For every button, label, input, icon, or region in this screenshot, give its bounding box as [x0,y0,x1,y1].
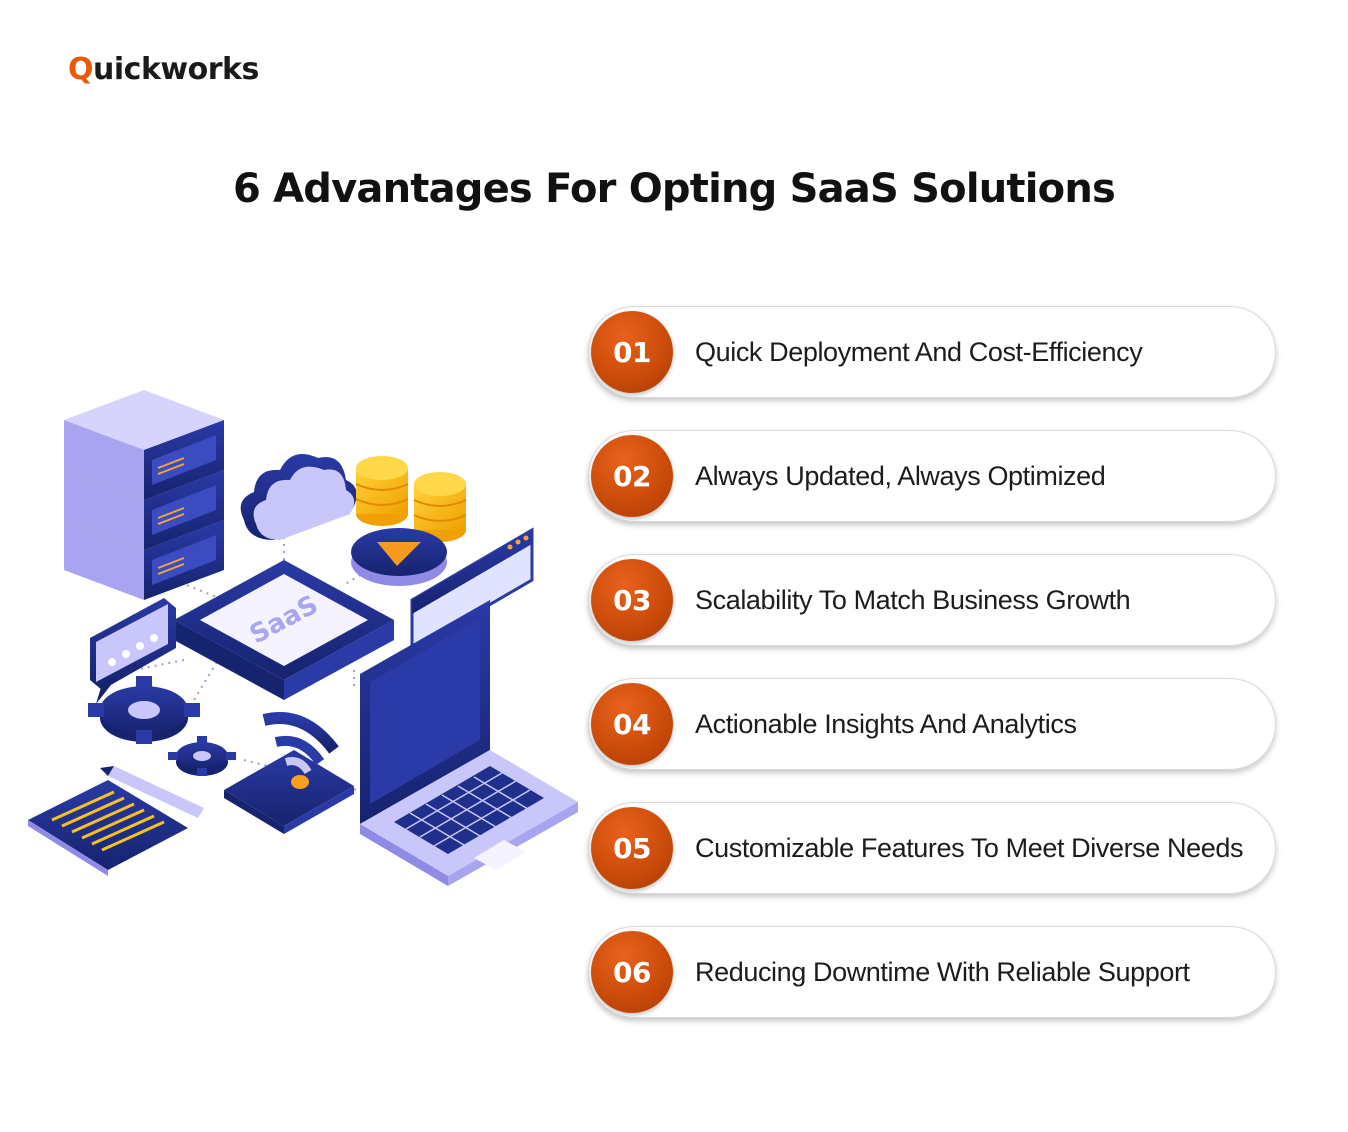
page-title: 6 Advantages For Opting SaaS Solutions [232,166,1116,212]
advantage-number-badge: 01 [591,311,673,393]
saas-illustration: SaaS [28,390,578,886]
advantage-item-5: 05 Customizable Features To Meet Diverse… [588,802,1276,894]
advantage-item-6: 06 Reducing Downtime With Reliable Suppo… [588,926,1276,1018]
gear-icon [88,676,236,776]
advantage-number-badge: 06 [591,931,673,1013]
coins-icon [355,456,467,542]
logo-q-letter: Q [68,52,94,87]
advantages-list: 01 Quick Deployment And Cost-Efficiency … [588,306,1276,1050]
advantage-label: Scalability To Match Business Growth [695,584,1131,615]
advantage-item-2: 02 Always Updated, Always Optimized [588,430,1276,522]
cloud-icon [240,454,357,540]
logo-wordmark: uickworks [93,52,259,87]
advantage-label: Always Updated, Always Optimized [695,460,1106,491]
advantage-number-badge: 02 [591,435,673,517]
brand-logo: Quickworks [68,52,259,87]
browser-window-icon [410,527,534,653]
play-disc-icon [351,528,447,586]
advantage-item-1: 01 Quick Deployment And Cost-Efficiency [588,306,1276,398]
laptop-icon [360,600,578,886]
pencil-icon [100,766,204,818]
advantage-number-badge: 05 [591,807,673,889]
advantage-label: Customizable Features To Meet Diverse Ne… [695,832,1244,863]
advantage-item-4: 04 Actionable Insights And Analytics [588,678,1276,770]
advantage-label: Actionable Insights And Analytics [695,708,1077,739]
advantage-item-3: 03 Scalability To Match Business Growth [588,554,1276,646]
saas-platform: SaaS [174,560,394,700]
advantage-number-badge: 03 [591,559,673,641]
advantage-label: Quick Deployment And Cost-Efficiency [695,336,1143,367]
chat-bubble-icon [90,598,176,704]
notepad-icon [28,780,188,876]
advantage-number-badge: 04 [591,683,673,765]
advantage-label: Reducing Downtime With Reliable Support [695,956,1190,987]
server-stack-icon [64,390,224,600]
phone-wifi-icon [224,712,354,834]
